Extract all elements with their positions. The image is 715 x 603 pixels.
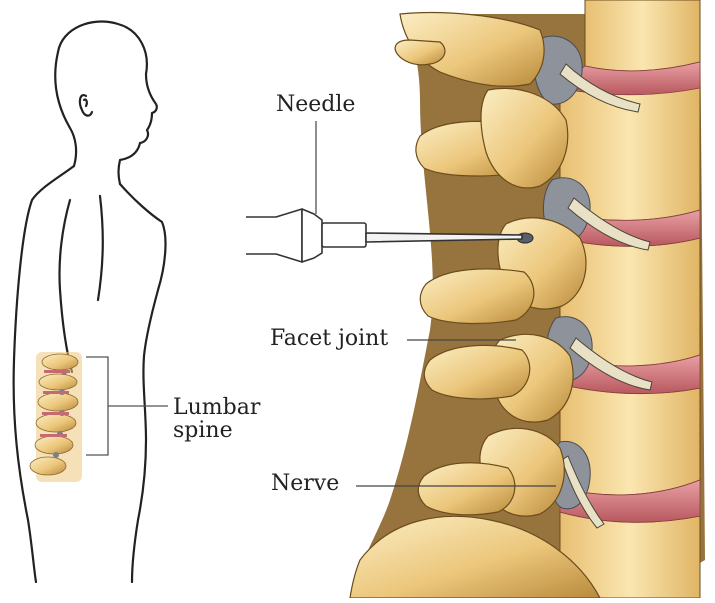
label-lumbar-line2: spine [173, 419, 260, 442]
label-lumbar-spine: Lumbar spine [173, 396, 260, 442]
human-silhouette [14, 22, 166, 582]
label-lumbar-line1: Lumbar [173, 396, 260, 419]
lumbar-bracket [86, 357, 168, 455]
spine-illustration [350, 0, 705, 598]
label-needle: Needle [276, 93, 355, 116]
label-nerve: Nerve [271, 472, 339, 495]
figure-lumbar-spine [30, 352, 82, 482]
label-facet-joint: Facet joint [270, 327, 388, 350]
